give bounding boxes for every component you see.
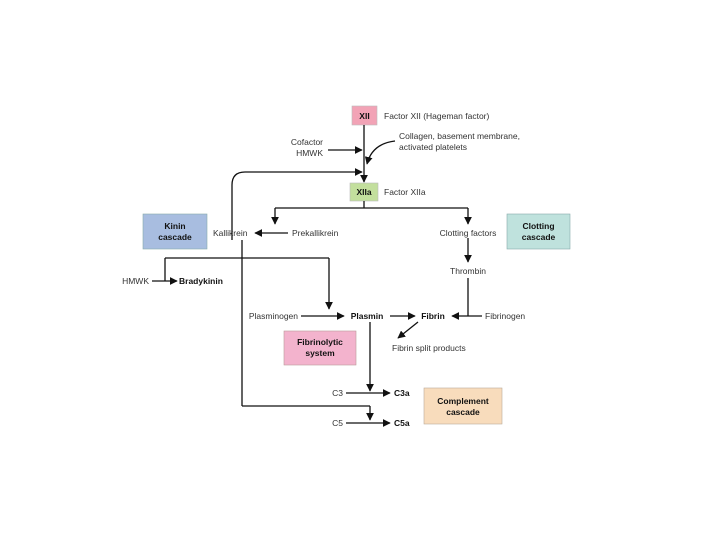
kinin-cascade-box (142, 213, 208, 250)
collagen-arrow (364, 140, 396, 165)
clotting-cascade-label-2: cascade (522, 232, 556, 242)
fibrin-split-products-label: Fibrin split products (392, 343, 466, 353)
fibrinogen-label: Fibrinogen (485, 311, 525, 321)
c3a-label: C3a (394, 388, 410, 398)
fibrinolytic-system-label-2: system (305, 348, 335, 358)
cofactor-label: Cofactor (291, 137, 323, 147)
collagen-label: Collagen, basement membrane, (399, 131, 520, 141)
plasmin-label: Plasmin (351, 311, 384, 321)
cofactor-hmwk-label: HMWK (296, 148, 323, 158)
c5a-label: C5a (394, 418, 410, 428)
bradykinin-label: Bradykinin (179, 276, 223, 286)
hmwk-label: HMWK (122, 276, 149, 286)
xii-label: XII (359, 111, 369, 121)
fibrin-label: Fibrin (421, 311, 445, 321)
fibrinolytic-system-box (283, 330, 357, 366)
c3-label: C3 (332, 388, 343, 398)
complement-cascade-label-1: Complement (437, 396, 489, 406)
kinin-cascade-label-2: cascade (158, 232, 192, 242)
c5-label: C5 (332, 418, 343, 428)
clotting-factors-label: Clotting factors (440, 228, 497, 238)
complement-cascade-box (423, 387, 503, 425)
activated-platelets-label: activated platelets (399, 142, 467, 152)
clotting-cascade-box (506, 213, 571, 250)
factor-xiia-label: Factor XIIa (384, 187, 426, 197)
kallikrein-label: Kallikrein (213, 228, 248, 238)
clotting-cascade-label-1: Clotting (522, 221, 554, 231)
kinin-cascade-label-1: Kinin (164, 221, 185, 231)
complement-cascade-label-2: cascade (446, 407, 480, 417)
fibrinolytic-system-label-1: Fibrinolytic (297, 337, 343, 347)
factor-xii-label: Factor XII (Hageman factor) (384, 111, 490, 121)
fibrin-to-split-products-arrow (397, 321, 419, 339)
thrombin-label: Thrombin (450, 266, 486, 276)
plasminogen-label: Plasminogen (249, 311, 298, 321)
prekallikrein-label: Prekallikrein (292, 228, 339, 238)
kallikrein-feedback-arrow (231, 168, 363, 240)
xiia-label: XIIa (356, 187, 371, 197)
